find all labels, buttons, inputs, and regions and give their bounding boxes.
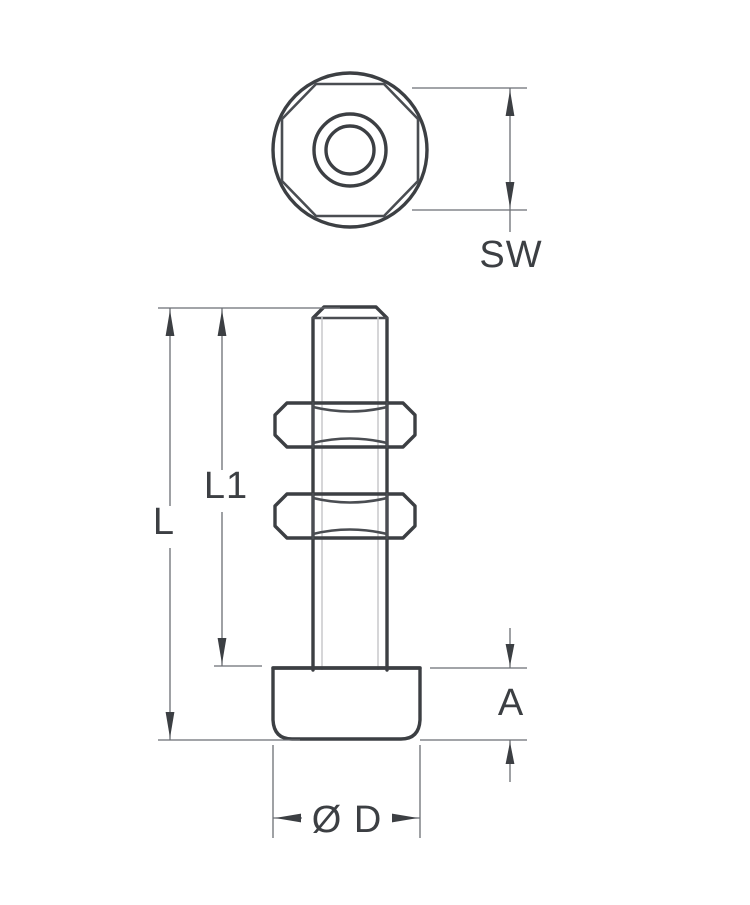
hex-nut-lower bbox=[273, 492, 417, 540]
dimension-label-l1: L1 bbox=[204, 465, 248, 507]
d-arrow-left bbox=[275, 813, 301, 823]
dimension-a: A bbox=[420, 628, 527, 782]
top-view-outer-circle bbox=[271, 71, 429, 229]
dimension-l1: L1 bbox=[204, 308, 262, 667]
hex-nut-lower-outline bbox=[273, 492, 417, 540]
top-view-bore-outer-circle bbox=[312, 112, 388, 188]
hex-nut-upper-chamfer-top bbox=[311, 405, 389, 413]
sw-arrow-down bbox=[505, 182, 515, 208]
dimension-label-a: A bbox=[498, 682, 524, 724]
l1-arrow-down bbox=[217, 638, 227, 664]
l-arrow-down bbox=[165, 712, 175, 738]
dimension-label-d: Ø D bbox=[312, 799, 383, 841]
base-foot-outline bbox=[271, 666, 422, 741]
hex-nut-upper bbox=[273, 401, 417, 449]
d-arrow-right bbox=[392, 813, 418, 823]
hex-nut-lower-chamfer-top bbox=[311, 496, 389, 504]
dimension-label-sw: SW bbox=[479, 234, 542, 276]
hex-nut-upper-chamfer-bottom bbox=[311, 437, 389, 445]
top-view-hexagon bbox=[280, 82, 420, 218]
base-foot bbox=[271, 666, 422, 741]
a-arrow-up bbox=[505, 742, 515, 764]
hex-nut-upper-outline bbox=[273, 401, 417, 449]
l1-arrow-up bbox=[217, 310, 227, 336]
l-arrow-up bbox=[165, 310, 175, 336]
dimension-l: L bbox=[153, 307, 340, 741]
dimension-sw: SW bbox=[412, 87, 542, 276]
top-view-bore-inner-circle bbox=[324, 124, 376, 176]
side-view-group bbox=[271, 305, 422, 741]
a-arrow-down bbox=[505, 644, 515, 666]
stud-outline bbox=[311, 305, 389, 672]
sw-arrow-up bbox=[505, 90, 515, 116]
top-view-group bbox=[271, 71, 429, 229]
dimension-label-l: L bbox=[153, 501, 175, 543]
dimension-d: Ø D bbox=[272, 745, 421, 841]
hex-nut-lower-chamfer-bottom bbox=[311, 528, 389, 536]
